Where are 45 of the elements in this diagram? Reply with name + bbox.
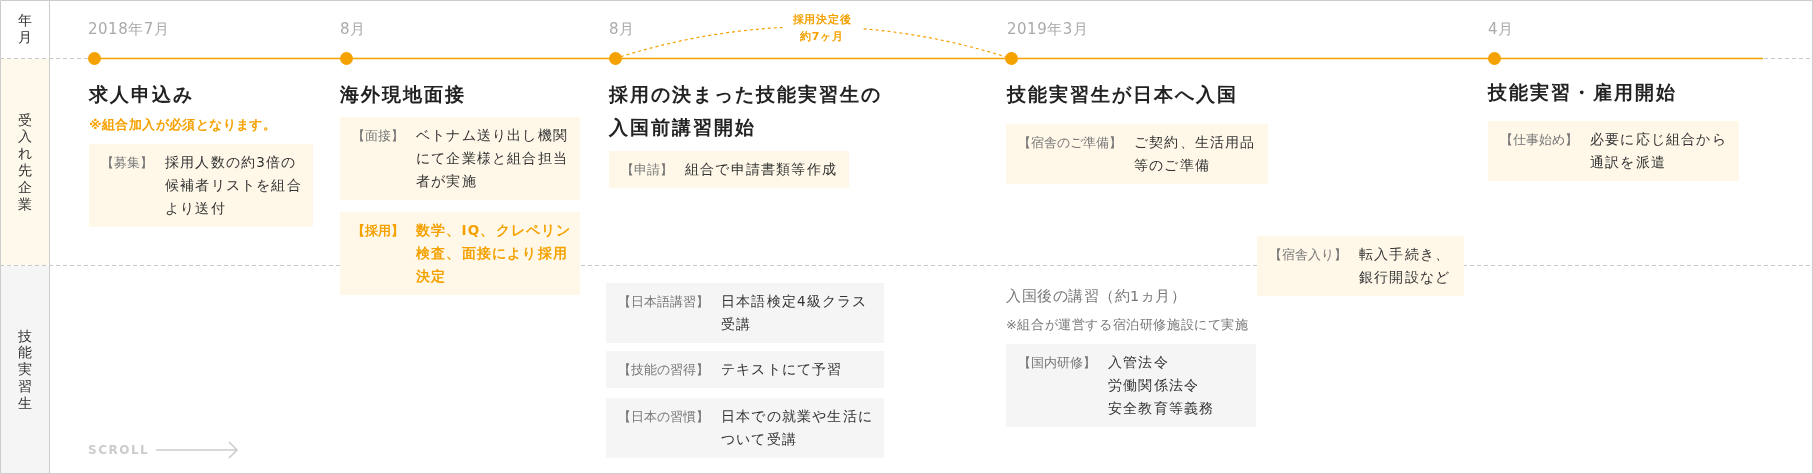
step-tag: 【宿舎入り】	[1269, 243, 1347, 266]
step-heading: 技能実習生が日本へ入国	[1007, 83, 1238, 107]
step-tag: 【採用】	[352, 219, 404, 242]
date-label: 8月	[340, 19, 366, 39]
step-tag: 【募集】	[101, 151, 153, 174]
step-heading: 求人申込み	[89, 83, 194, 107]
step-description: 採用人数の約3倍の候補者リストを組合より送付	[165, 153, 303, 218]
section-heading: 入国後の講習（約1ヵ月）	[1006, 287, 1187, 306]
note-text: ※組合が運営する宿泊研修施設にて実施	[1006, 316, 1249, 334]
step-tag: 【日本語講習】	[618, 290, 709, 313]
step-heading: 技能実習・雇用開始	[1488, 81, 1677, 105]
date-label: 2018年7月	[88, 19, 170, 39]
duration-label: 採用決定後約7ヶ月	[783, 11, 861, 45]
info-card	[1257, 236, 1464, 296]
date-label: 2019年3月	[1007, 19, 1089, 39]
step-description: 必要に応じ組合から通訳を派遣	[1590, 130, 1728, 172]
step-description: 転入手続き、銀行開設など	[1359, 245, 1452, 287]
step-tag: 【国内研修】	[1018, 351, 1096, 374]
step-heading: 海外現地面接	[340, 83, 466, 107]
step-description: テキストにて予習	[721, 360, 844, 379]
lane-label: 技能実習生	[17, 327, 32, 412]
info-card	[340, 212, 580, 295]
step-tag: 【宿舎のご準備】	[1018, 131, 1122, 154]
step-tag: 【仕事始め】	[1500, 128, 1578, 151]
lane-label: 年月	[17, 12, 32, 46]
step-tag: 【技能の習得】	[618, 358, 709, 381]
lane-label: 受入れ先企業	[17, 111, 32, 213]
step-description: 組合で申請書類等作成	[685, 160, 838, 179]
step-description: 日本語検定4級クラス受講	[721, 292, 869, 334]
note-text: ※組合加入が必須となります。	[89, 116, 277, 134]
lane-header-cell	[0, 59, 49, 265]
date-label: 8月	[609, 19, 635, 39]
step-tag: 【日本の習慣】	[618, 405, 709, 428]
step-description: ベトナム送り出し機関にて企業様と組合担当者が実施	[416, 126, 569, 191]
step-description: 労働関係法令	[1108, 376, 1201, 395]
step-description: 日本での就業や生活について受講	[721, 407, 874, 449]
step-tag: 【申請】	[621, 158, 673, 181]
step-description: 数学、IQ、クレペリン検査、面接により採用決定	[416, 221, 572, 286]
step-tag: 【面接】	[352, 124, 404, 147]
date-label: 4月	[1488, 19, 1514, 39]
step-description: 入管法令	[1108, 353, 1170, 372]
step-description: 安全教育等義務	[1108, 399, 1216, 418]
step-description: ご契約、生活用品等のご準備	[1134, 133, 1257, 175]
step-heading: 採用の決まった技能実習生の入国前講習開始	[609, 83, 883, 140]
lane-header-cell	[0, 266, 49, 473]
